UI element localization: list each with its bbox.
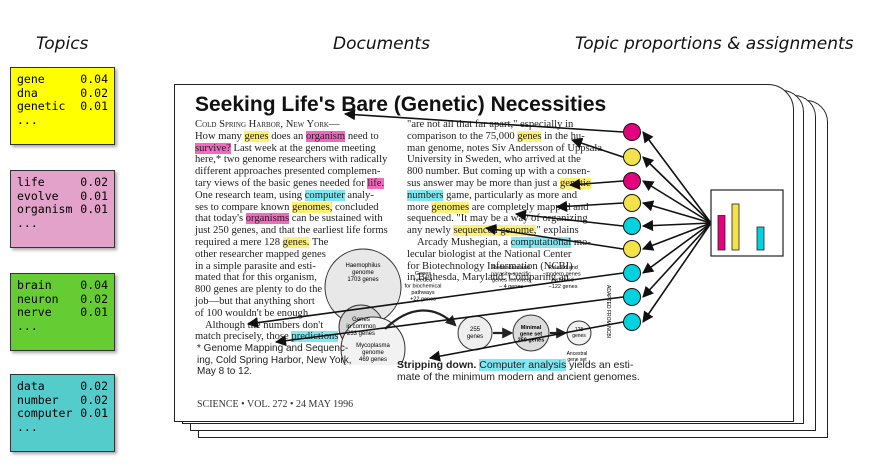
- topic-prob: 0.01: [80, 406, 108, 420]
- topic-ellipsis: ...: [17, 318, 38, 333]
- article-right-column: "are not all that far apart," especially…: [407, 119, 603, 284]
- topic-word: organism: [17, 202, 73, 216]
- token-circles: [623, 123, 641, 331]
- minimal-gene-set-circle: [512, 314, 550, 352]
- topic-assignment-token: [623, 148, 641, 166]
- word-assignment-arrow: [274, 296, 624, 347]
- topic-prob: 0.04: [80, 278, 108, 292]
- assignment-arrow: [642, 131, 712, 224]
- proportion-bar: [731, 203, 740, 251]
- topic-word: gene: [17, 72, 45, 86]
- caption-bold: Stripping down.: [397, 359, 477, 371]
- word-assignment-arrow: [555, 200, 624, 212]
- topic-assignment-token: [623, 288, 641, 306]
- topic-assignment-token: [623, 313, 641, 331]
- word-assignment-arrow: [514, 209, 624, 227]
- topic-prob: 0.01: [80, 305, 108, 319]
- topic-assignment-token: [623, 172, 641, 190]
- topic-ellipsis: ...: [17, 419, 38, 434]
- word-arrows: [246, 109, 624, 362]
- topic-ellipsis: ...: [17, 112, 38, 127]
- article-left-column: Cold Spring Harbor, New York— How many g…: [195, 119, 388, 343]
- topic-prob: 0.02: [80, 85, 108, 100]
- assignment-arrow: [642, 222, 712, 274]
- topic-word: neuron: [17, 291, 59, 306]
- topic-word: nerve: [17, 305, 52, 319]
- proportion-bar: [756, 226, 765, 251]
- topic-assignment-token: [623, 240, 641, 258]
- topic-card-neuroscience: brain 0.04 neuron 0.02 nerve 0.01 ...: [10, 273, 115, 351]
- topic-word: number: [17, 392, 59, 407]
- assignment-arrow: [642, 222, 712, 323]
- caption-rest: yields an esti-: [566, 359, 634, 371]
- document-page: Seeking Life's Bare (Genetic) Necessitie…: [174, 84, 794, 422]
- assignment-arrow: [642, 180, 712, 224]
- topic-assignment-token: [623, 123, 641, 141]
- assignment-arrow: [641, 200, 712, 224]
- topic-word: brain: [17, 278, 52, 292]
- topic-prob: 0.01: [80, 99, 108, 113]
- article-headline: Seeking Life's Bare (Genetic) Necessitie…: [195, 93, 607, 116]
- mycoplasma-genome-circle: [340, 316, 406, 365]
- word-assignment-arrow: [343, 109, 624, 133]
- article-footnote: * Genome Mapping and Sequenc- ing, Cold …: [197, 343, 352, 377]
- article-dateline: Cold Spring Harbor, New York—: [195, 119, 340, 130]
- topic-word: evolve: [17, 188, 59, 203]
- word-assignment-arrow: [428, 321, 624, 362]
- word-assignment-arrow: [568, 178, 624, 190]
- topic-prob: 0.01: [80, 188, 108, 203]
- word-assignment-arrow: [570, 137, 624, 158]
- caption-highlight: Computer analysis: [479, 359, 567, 371]
- topic-word: genetic: [17, 99, 66, 113]
- topic-prob: 0.02: [80, 291, 108, 306]
- assignment-arrow: [641, 219, 712, 232]
- topic-prob: 0.01: [80, 202, 108, 216]
- topic-card-evolution: life 0.02 evolve 0.01 organism 0.01 ...: [10, 170, 115, 248]
- assignment-arrow: [642, 156, 712, 224]
- word-assignment-arrow: [484, 223, 624, 250]
- proportions-bars: [717, 203, 765, 251]
- topic-prob: 0.02: [80, 392, 108, 407]
- topic-prob: 0.04: [80, 72, 108, 86]
- proportions-header: Topic proportions & assignments: [575, 34, 854, 54]
- topic-prob: 0.02: [80, 379, 108, 393]
- word-assignment-arrow: [246, 272, 624, 329]
- figure-credit: ADAPTED FROM NCBI: [605, 285, 611, 338]
- assignment-arrow: [642, 222, 712, 298]
- figure-caption: Stripping down. Computer analysis yields…: [397, 359, 640, 383]
- topic-word: life: [17, 175, 45, 189]
- topic-word: computer: [17, 406, 73, 420]
- article-footer: SCIENCE • VOL. 272 • 24 MAY 1996: [197, 399, 354, 410]
- topic-prob: 0.02: [80, 175, 108, 189]
- proportion-bar: [717, 215, 726, 251]
- topic-ellipsis: ...: [17, 215, 38, 230]
- assignment-arrow: [641, 222, 712, 251]
- documents-header: Documents: [333, 34, 430, 54]
- topic-word: data: [17, 379, 45, 393]
- topic-word: dna: [17, 85, 38, 100]
- topic-assignment-token: [623, 194, 641, 212]
- topic-card-genetics: gene 0.04 dna 0.02 genetic 0.01 ...: [10, 67, 115, 145]
- topic-assignment-token: [623, 217, 641, 235]
- caption-line2: mate of the minimum modern and ancient g…: [397, 371, 640, 383]
- topic-card-data-analysis: data 0.02 number 0.02 computer 0.01 ...: [10, 374, 115, 452]
- assignment-arrows: [641, 131, 712, 323]
- topic-assignment-token: [623, 264, 641, 282]
- topics-header: Topics: [36, 34, 89, 54]
